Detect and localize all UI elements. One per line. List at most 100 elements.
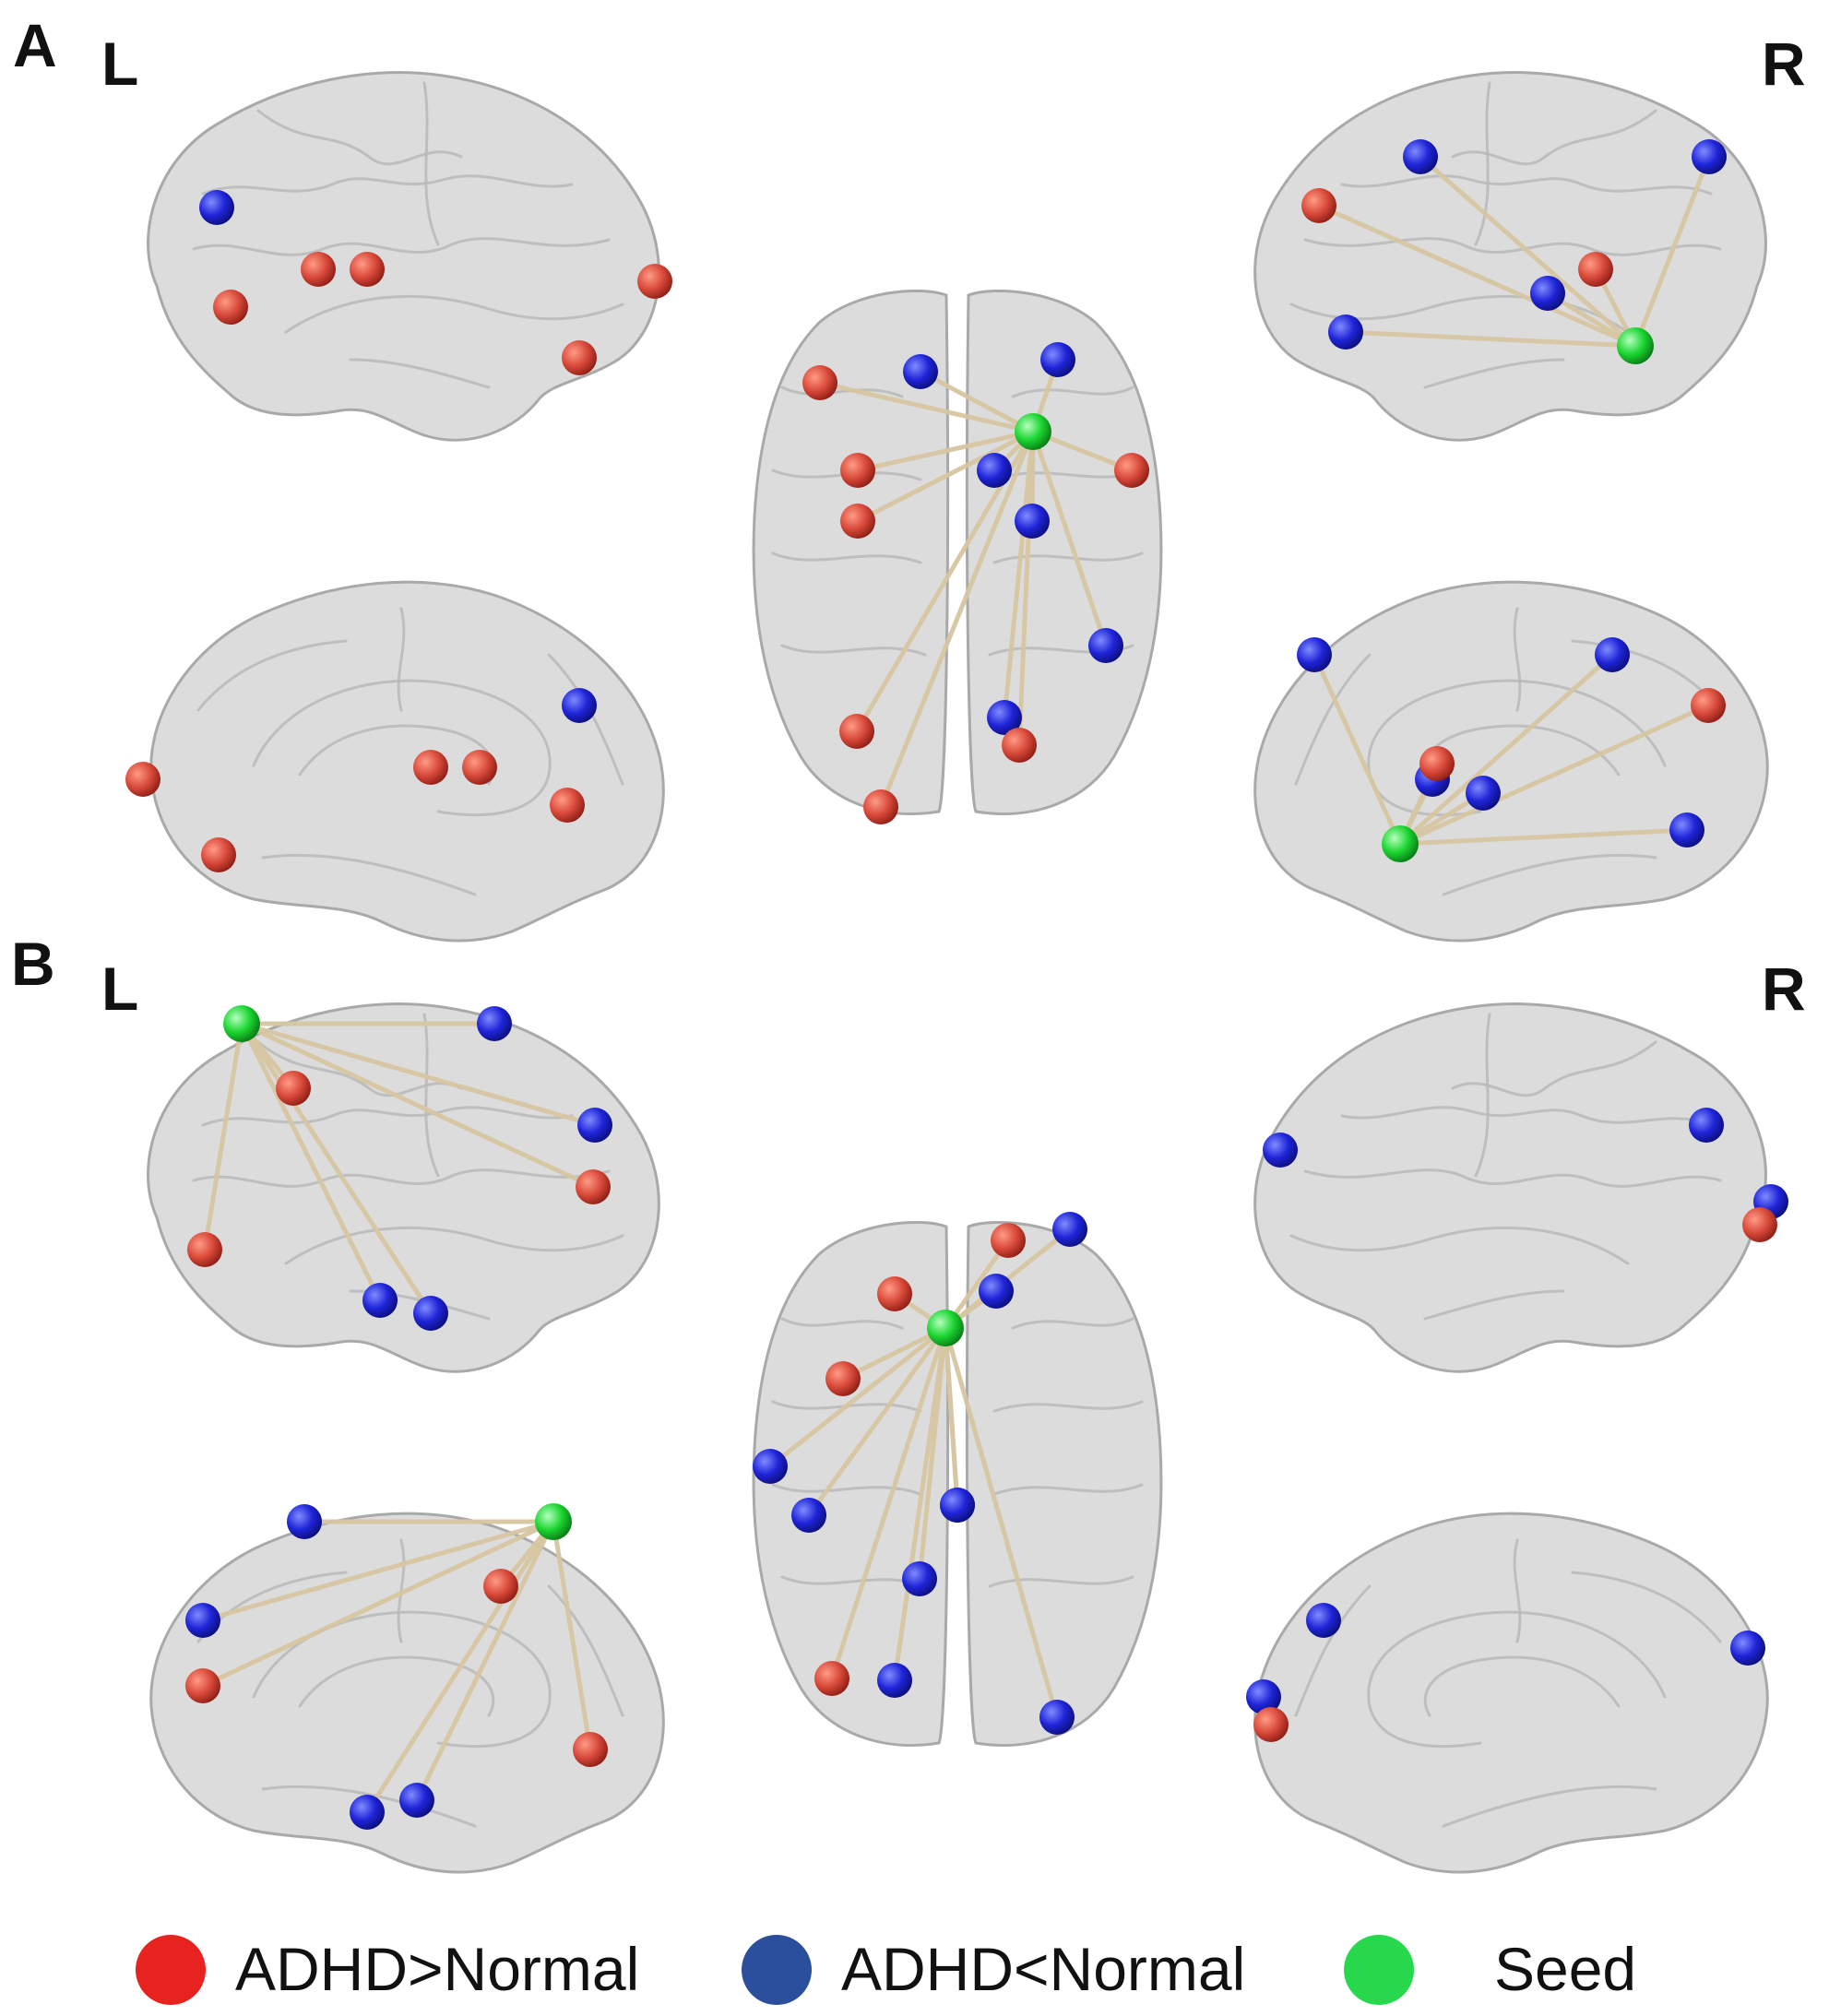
a-right-lateral-seed-node [1617,327,1654,364]
a-left-medial-red-node [462,750,497,785]
b-left-lateral-blue-node [362,1283,398,1318]
brain-b-right-medial [1253,1512,1769,1874]
b-axial-connection-line [806,1325,948,1518]
legend: ADHD>Normal ADHD<Normal Seed [136,1935,1636,2005]
a-right-medial-connection-line [1397,827,1690,847]
b-axial-seed-node [927,1310,964,1346]
a-left-medial-red-node [201,837,236,872]
brain-b-right-lateral [1253,1002,1767,1373]
brain-a-left-medial [149,580,665,943]
b-right-medial-blue-node [1246,1679,1281,1714]
a-axial-connection-line [855,429,1036,524]
a-axial-connection-line [817,380,1036,434]
panel-b-left-hemisphere-label: L [101,955,138,1023]
legend-label-adhd-less: ADHD<Normal [841,1935,1245,2003]
a-right-lateral-connection-line [1633,154,1712,349]
b-left-medial-connection-line [200,1519,556,1689]
b-left-medial-blue-node [399,1783,434,1818]
a-right-lateral-connection-line [1316,203,1638,349]
a-axial-connection-line [1030,429,1109,648]
a-axial-blue-node [1088,628,1123,663]
a-right-lateral-red-node [1301,188,1336,223]
a-left-lateral-red-node [562,340,597,375]
a-right-medial-seed-node [1382,825,1419,862]
panel-a-right-hemisphere-label: R [1762,30,1806,98]
a-right-lateral-connection-line [1343,329,1638,349]
a-axial-red-node [840,453,875,488]
b-left-lateral-connection-line [239,1021,596,1190]
a-left-lateral-red-node [350,252,385,287]
a-right-medial-connection-line [1397,652,1615,847]
a-left-lateral-red-node [637,264,672,299]
b-left-medial-connection-line [200,1519,556,1623]
a-left-medial-blue-node [562,688,597,723]
a-axial-connection-line [855,429,1036,473]
a-axial-connection-line [918,369,1036,434]
a-axial-red-node [839,714,874,749]
panel-b-label: B [11,930,55,998]
b-axial-red-node [877,1276,912,1311]
a-right-medial-blue-node [1595,637,1630,672]
a-left-medial-red-node [550,788,585,823]
brain-a-right-medial [1253,580,1769,943]
b-axial-blue-node [902,1561,937,1596]
b-right-lateral-red-node [1742,1207,1777,1242]
a-left-medial-red-node [125,762,160,797]
a-axial-red-node [840,504,875,539]
b-axial-connection-line [943,1325,1060,1720]
b-right-medial-blue-node [1306,1603,1341,1638]
b-axial-blue-node [979,1274,1014,1309]
b-left-medial-blue-node [287,1504,322,1539]
a-axial-seed-node [1015,413,1051,450]
b-left-medial-red-node [483,1569,518,1604]
b-axial-connection-line [829,1325,948,1681]
b-axial-connection-line [840,1325,948,1382]
a-axial-connection-line [878,429,1036,810]
a-axial-blue-node [977,453,1012,488]
b-axial-red-node [991,1223,1026,1258]
a-left-medial-red-node [413,750,448,785]
panel-a-label: A [13,11,57,79]
b-left-lateral-red-node [187,1232,222,1267]
a-right-lateral-blue-node [1692,139,1727,174]
b-left-medial-red-node [573,1732,608,1767]
brain-b-left-medial [149,1512,665,1874]
a-right-lateral-connection-line [1418,154,1638,349]
legend-swatch-adhd-less [742,1935,812,2005]
a-left-lateral-blue-node [199,190,234,225]
b-axial-red-node [825,1361,861,1396]
b-right-medial-red-node [1253,1707,1289,1742]
a-axial-connection-line [1016,429,1036,748]
a-right-medial-connection-line [1397,703,1711,847]
legend-label-adhd-greater: ADHD>Normal [235,1935,639,2003]
b-axial-blue-node [791,1498,826,1533]
b-left-lateral-connection-line [239,1021,598,1128]
a-left-lateral-red-node [213,290,248,325]
b-axial-connection-line [767,1325,948,1469]
b-axial-blue-node [940,1488,975,1523]
b-left-medial-connection-line [414,1519,556,1803]
a-right-lateral-red-node [1578,252,1613,287]
brain-nodes [125,139,1788,1830]
b-axial-red-node [814,1661,849,1696]
a-axial-red-node [802,365,837,400]
panel-a-left-hemisphere-label: L [101,30,138,98]
brain-a-left-lateral [147,71,660,442]
b-axial-connection-line [892,1325,948,1683]
b-left-lateral-blue-node [577,1108,612,1143]
b-axial-blue-node [753,1449,788,1484]
a-right-medial-blue-node [1466,776,1501,811]
a-axial-connection-line [1002,429,1036,720]
b-left-medial-blue-node [185,1603,220,1638]
legend-label-seed: Seed [1494,1935,1636,2003]
a-right-medial-red-node [1691,688,1726,723]
a-axial-red-node [1002,728,1037,763]
b-left-medial-seed-node [535,1503,572,1540]
b-left-lateral-connection-line [239,1021,383,1303]
b-axial-connection-line [943,1325,960,1508]
a-axial-blue-node [1040,342,1075,377]
a-right-medial-blue-node [1297,637,1332,672]
b-right-lateral-blue-node [1263,1133,1298,1168]
b-axial-blue-node [877,1663,912,1698]
a-axial-blue-node [903,354,938,389]
